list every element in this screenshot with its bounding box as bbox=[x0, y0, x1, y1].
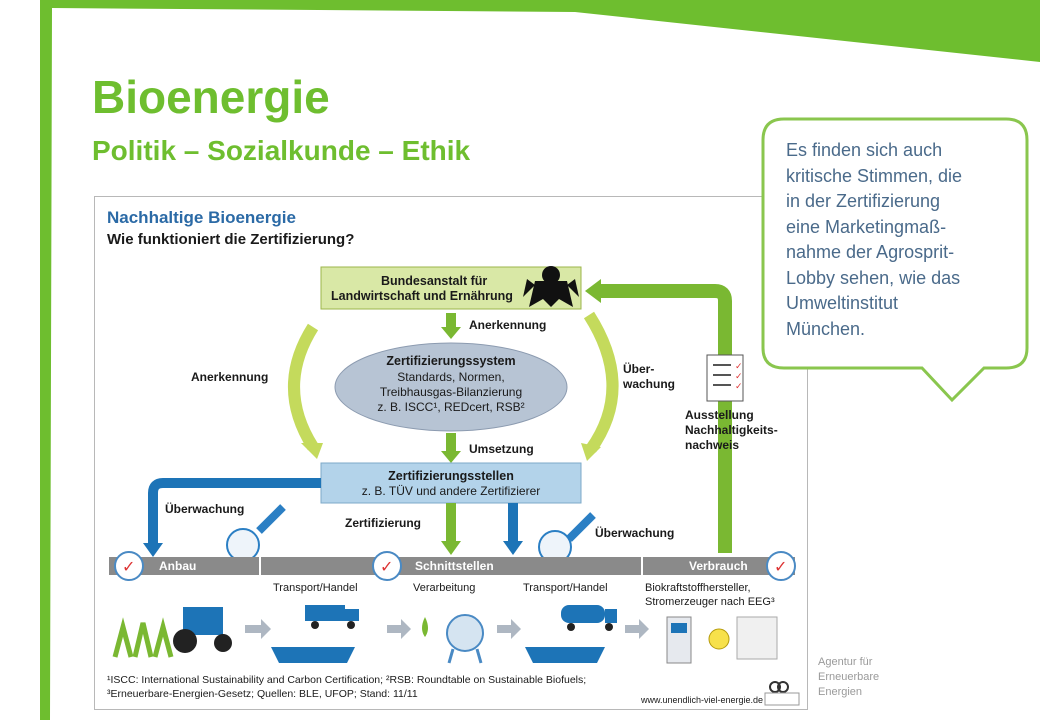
chain-verarbeitung: Verarbeitung bbox=[413, 582, 475, 594]
system-line1: Zertifizierungssystem bbox=[386, 354, 515, 368]
certification-infographic: Nachhaltige Bioenergie Wie funktioniert … bbox=[94, 196, 808, 710]
chain-verbrauch-bar bbox=[643, 557, 795, 575]
stellen-line1: Zertifizierungsstellen bbox=[388, 469, 514, 483]
label-anerkennung-center: Anerkennung bbox=[469, 318, 546, 332]
label-ausstellung-1: Ausstellung bbox=[685, 408, 754, 422]
pump-bulb-heater-icon bbox=[666, 616, 778, 664]
tractor-plants-icon bbox=[112, 607, 232, 658]
label-ausstellung-3: nachweis bbox=[685, 438, 739, 452]
svg-text:✓: ✓ bbox=[380, 559, 393, 576]
system-line2: Standards, Normen, bbox=[397, 370, 504, 384]
magnifier-icon-mid bbox=[538, 512, 596, 564]
system-line3: Treibhausgas-Bilanzierung bbox=[380, 385, 522, 399]
check-badge-icon-2: ✓ bbox=[372, 551, 402, 581]
label-ueberwachung-right-2: wachung bbox=[622, 377, 675, 391]
authority-line2: Landwirtschaft und Ernährung bbox=[331, 289, 513, 303]
label-ausstellung-2: Nachhaltigkeits- bbox=[685, 423, 778, 437]
authority-line1: Bundesanstalt für bbox=[381, 274, 487, 288]
chain-biokraft-line1: Biokraftstoffhersteller, bbox=[645, 582, 751, 594]
check-badge-icon-1: ✓ bbox=[114, 551, 144, 581]
chain-verbrauch: Verbrauch bbox=[689, 559, 748, 573]
label-anerkennung-left: Anerkennung bbox=[191, 370, 268, 384]
infographic-title: Nachhaltige Bioenergie bbox=[107, 208, 296, 227]
svg-text:✓: ✓ bbox=[735, 371, 743, 381]
processing-plant-icon bbox=[422, 614, 484, 664]
system-line4: z. B. ISCC¹, REDcert, RSB² bbox=[377, 400, 524, 414]
page-subtitle: Politik – Sozialkunde – Ethik bbox=[92, 135, 471, 166]
label-zertifizierung: Zertifizierung bbox=[345, 516, 421, 530]
label-ueberwachung-right-1: Über- bbox=[623, 361, 654, 376]
svg-text:✓: ✓ bbox=[122, 559, 135, 576]
truck-ship-icon-1 bbox=[271, 605, 359, 663]
footnote-url[interactable]: www.unendlich-viel-energie.de bbox=[640, 695, 763, 705]
agency-logo-icon bbox=[764, 681, 800, 706]
speech-bubble bbox=[761, 117, 1029, 403]
svg-text:✓: ✓ bbox=[735, 361, 743, 371]
page-title: Bioenergie bbox=[92, 71, 330, 123]
image-credit: Agentur für Erneuerbare Energien bbox=[818, 656, 880, 698]
footnote-line2: ³Erneuerbare-Energien-Gesetz; Quellen: B… bbox=[107, 688, 418, 700]
svg-text:✓: ✓ bbox=[735, 381, 743, 391]
chain-schnittstellen: Schnittstellen bbox=[415, 559, 494, 573]
chain-transport2: Transport/Handel bbox=[523, 582, 608, 594]
check-badge-icon-3: ✓ bbox=[766, 551, 796, 581]
chain-biokraft-line2: Stromerzeuger nach EEG³ bbox=[645, 596, 775, 608]
certification-system-ellipse bbox=[334, 342, 568, 432]
magnifier-icon-left bbox=[226, 504, 286, 562]
federal-eagle-icon bbox=[523, 266, 579, 307]
certificate-document-icon: ✓ ✓ ✓ bbox=[706, 354, 744, 402]
chain-transport1: Transport/Handel bbox=[273, 582, 358, 594]
label-ueberwachung-left: Überwachung bbox=[165, 501, 244, 516]
callout-text: Es finden sich auch kritische Stimmen, d… bbox=[786, 140, 963, 339]
stellen-line2: z. B. TÜV und andere Zertifizierer bbox=[362, 484, 541, 498]
infographic-subtitle: Wie funktioniert die Zertifizierung? bbox=[107, 231, 354, 248]
chain-anbau-bar bbox=[109, 557, 259, 575]
label-umsetzung: Umsetzung bbox=[469, 442, 534, 456]
truck-ship-icon-2 bbox=[525, 605, 617, 663]
svg-text:✓: ✓ bbox=[774, 559, 787, 576]
footnote-line1: ¹ISCC: International Sustainability and … bbox=[107, 674, 586, 686]
label-ueberwachung-mid: Überwachung bbox=[595, 525, 674, 540]
chain-schnittstellen-bar bbox=[261, 557, 641, 575]
chain-anbau: Anbau bbox=[159, 559, 196, 573]
